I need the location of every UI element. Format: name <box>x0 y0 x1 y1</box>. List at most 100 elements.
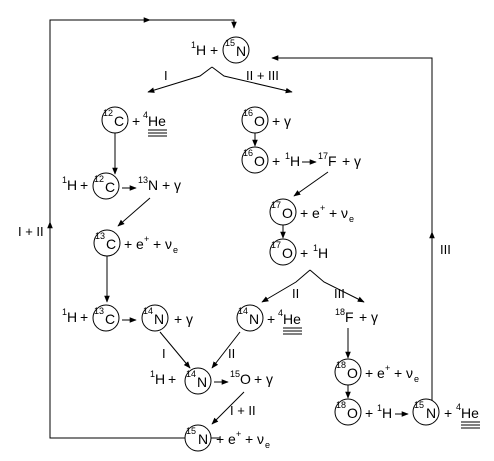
svg-text:1: 1 <box>150 369 155 379</box>
svg-text:N: N <box>198 431 208 447</box>
node-o18-decay: 18 O + e + + ν e <box>334 358 419 386</box>
svg-text:+: + <box>394 365 402 381</box>
node-o16-h: 16 O + 1 H 17 F + γ <box>241 146 361 174</box>
node-o18-h: 18 O + 1 H 15 N + 4 He <box>334 398 480 429</box>
svg-text:13: 13 <box>95 231 105 241</box>
loop-left-line <box>49 19 237 439</box>
svg-text:+: + <box>153 236 161 252</box>
svg-text:ν: ν <box>165 236 172 252</box>
svg-text:C: C <box>114 113 124 129</box>
svg-text:+: + <box>365 405 373 421</box>
branch-label-I-n14: I <box>162 346 166 361</box>
svg-text:+: + <box>80 177 88 193</box>
loop-label-left: I + II <box>18 224 44 239</box>
svg-text:O: O <box>254 153 265 169</box>
svg-text:N: N <box>148 177 158 193</box>
arrow-f17-decay <box>293 171 329 197</box>
svg-text:+: + <box>300 205 308 221</box>
svg-text:14: 14 <box>238 306 248 316</box>
svg-text:He: He <box>283 311 301 327</box>
svg-text:ν: ν <box>406 365 413 381</box>
svg-text:O: O <box>240 371 251 387</box>
svg-text:+: + <box>329 205 337 221</box>
svg-text:+: + <box>162 177 170 193</box>
svg-text:+: + <box>132 113 140 129</box>
svg-text:γ: γ <box>354 153 361 169</box>
svg-text:C: C <box>105 311 115 327</box>
svg-text:e: e <box>312 205 320 221</box>
svg-text:+: + <box>216 431 224 447</box>
svg-text:18: 18 <box>336 400 346 410</box>
svg-text:He: He <box>461 405 479 421</box>
svg-text:1: 1 <box>313 243 318 253</box>
node-f18-gamma: 18 F + γ <box>335 307 378 325</box>
svg-text:He: He <box>148 113 166 129</box>
svg-text:H: H <box>290 153 300 169</box>
svg-text:17: 17 <box>271 200 281 210</box>
svg-text:4: 4 <box>278 308 283 318</box>
arrow-n14-right-in <box>211 331 241 369</box>
node-o17-h: 17 O + 1 H <box>269 238 328 266</box>
loop-label-right: III <box>440 242 451 257</box>
node-h-c13: 1 H + 13 C 14 N + γ <box>62 304 193 332</box>
svg-text:18: 18 <box>335 307 345 317</box>
svg-text:O: O <box>282 245 293 261</box>
node-h-n14: 1 H + 14 N 15 O + γ <box>150 367 273 395</box>
svg-text:16: 16 <box>243 148 253 158</box>
svg-text:13: 13 <box>138 175 148 185</box>
svg-text:+: + <box>320 203 325 213</box>
svg-text:1: 1 <box>377 403 382 413</box>
svg-text:14: 14 <box>143 306 153 316</box>
node-c12-he4: 12 C + 4 He <box>101 106 167 137</box>
svg-text:16: 16 <box>243 108 253 118</box>
branch-label-II-mid: II <box>292 286 299 301</box>
svg-text:15: 15 <box>414 400 424 410</box>
svg-text:+: + <box>245 431 253 447</box>
arrow-o15-decay <box>211 391 245 425</box>
svg-text:1: 1 <box>285 151 290 161</box>
node-n15-decay: 15 N + e + + ν e <box>184 424 270 452</box>
svg-text:H: H <box>318 245 328 261</box>
svg-text:e: e <box>414 374 419 384</box>
svg-text:N: N <box>249 311 259 327</box>
svg-text:+: + <box>342 153 350 169</box>
svg-text:+: + <box>272 153 280 169</box>
svg-text:+: + <box>144 234 149 244</box>
svg-text:15: 15 <box>230 369 240 379</box>
svg-text:+: + <box>174 311 182 327</box>
svg-text:N: N <box>236 43 246 59</box>
svg-text:e: e <box>173 245 178 255</box>
node-o17-decay: 17 O + e + + ν e <box>269 198 354 226</box>
svg-text:H: H <box>155 371 165 387</box>
svg-text:O: O <box>347 365 358 381</box>
svg-text:N: N <box>154 311 164 327</box>
svg-text:H: H <box>196 42 206 58</box>
branch-top-left <box>147 66 213 93</box>
svg-text:12: 12 <box>103 108 113 118</box>
svg-text:+: + <box>236 429 241 439</box>
node-h-n15-top: 1 H + 15 N <box>191 36 250 64</box>
svg-text:O: O <box>347 405 358 421</box>
svg-text:e: e <box>136 236 144 252</box>
svg-text:N: N <box>197 374 207 390</box>
svg-text:+: + <box>300 245 308 261</box>
branch-label-II-III: II + III <box>246 68 279 83</box>
svg-text:4: 4 <box>456 402 461 412</box>
svg-text:+: + <box>267 311 275 327</box>
svg-text:17: 17 <box>318 151 328 161</box>
node-h-c12: 1 H + 12 C 13 N + γ <box>62 172 181 200</box>
svg-text:+: + <box>444 405 452 421</box>
branch-o17-right <box>309 269 365 303</box>
svg-text:+: + <box>385 363 390 373</box>
arrow-n13-decay <box>117 197 151 227</box>
svg-text:H: H <box>382 405 392 421</box>
branch-o17-left <box>261 269 311 303</box>
svg-text:γ: γ <box>266 371 273 387</box>
svg-text:1: 1 <box>62 175 67 185</box>
svg-text:F: F <box>345 309 354 325</box>
svg-text:ν: ν <box>341 205 348 221</box>
svg-text:e: e <box>349 214 354 224</box>
branch-label-II-n14: II <box>228 346 235 361</box>
